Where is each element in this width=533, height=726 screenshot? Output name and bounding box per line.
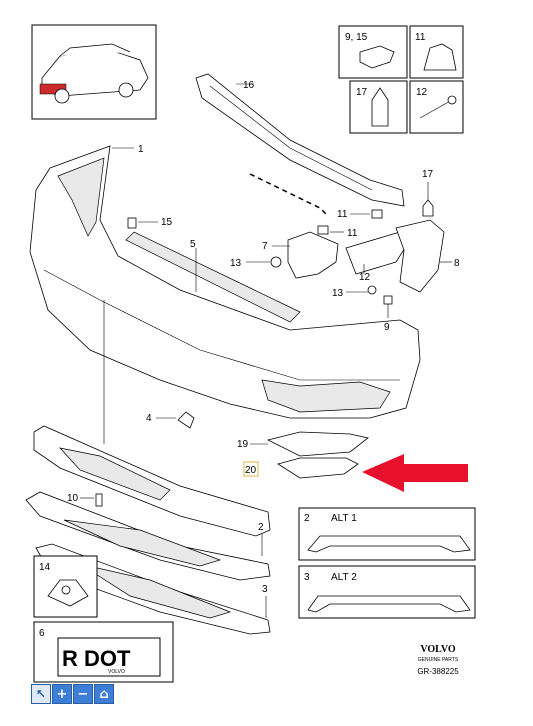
part-box-6[interactable]: 6 R DOT VOLVO [33, 621, 174, 683]
svg-text:6: 6 [39, 628, 45, 639]
brand-tagline: GENUINE PARTS [418, 657, 459, 663]
lower-spoiler-2[interactable]: 2 [25, 491, 271, 581]
svg-text:14: 14 [39, 562, 51, 573]
fastener-17[interactable]: 17 [422, 169, 434, 217]
fastener-13-right[interactable]: 13 [332, 285, 377, 299]
svg-text:2: 2 [304, 513, 310, 524]
alt2-box[interactable]: 3 ALT 2 [298, 565, 476, 619]
svg-text:11: 11 [415, 32, 426, 43]
fastener-9[interactable]: 9 [383, 295, 393, 333]
svg-text:13: 13 [230, 258, 242, 269]
fastener-13-left[interactable]: 13 [230, 256, 282, 269]
fastener-15[interactable]: 15 [127, 217, 173, 229]
cover-cap-4[interactable]: 4 [146, 411, 195, 429]
svg-text:12: 12 [416, 87, 428, 98]
side-bracket-8[interactable]: 8 [395, 219, 460, 293]
svg-text:3: 3 [262, 584, 268, 595]
svg-text:7: 7 [262, 241, 268, 252]
svg-text:ALT 1: ALT 1 [331, 513, 357, 524]
svg-text:2: 2 [258, 522, 264, 533]
brand-name: VOLVO [420, 644, 456, 655]
bracket-7[interactable]: 7 [262, 231, 339, 279]
svg-text:17: 17 [356, 87, 368, 98]
svg-text:13: 13 [332, 288, 344, 299]
part-box-14[interactable]: 14 [33, 555, 98, 618]
vehicle-thumbnail [31, 24, 157, 120]
clip-11-upper[interactable]: 11 [337, 209, 383, 220]
screw-10[interactable]: 10 [67, 493, 103, 507]
plate-text: R DOT [62, 646, 131, 671]
plate-brand: VOLVO [108, 669, 125, 675]
svg-text:11: 11 [337, 209, 348, 220]
drawing-code: GR-388225 [417, 667, 459, 676]
part-box-17[interactable]: 17 [349, 80, 408, 134]
svg-text:4: 4 [146, 413, 152, 424]
highlight-arrow [362, 454, 468, 492]
reinforcement-beam-16[interactable]: 16 [195, 73, 405, 207]
svg-text:9: 9 [384, 322, 390, 333]
svg-text:3: 3 [304, 572, 310, 583]
zoom-toolbar: ↖ + − ⌂ [31, 684, 114, 704]
clip-11-lower[interactable]: 11 [317, 225, 358, 239]
trim-strip-5[interactable]: 5 [125, 231, 301, 323]
home-icon[interactable]: ⌂ [94, 684, 114, 704]
alt1-box[interactable]: 2 ALT 1 [298, 507, 476, 561]
svg-text:12: 12 [359, 272, 371, 283]
svg-text:15: 15 [161, 217, 173, 228]
brand-block: VOLVO GENUINE PARTS GR-388225 [417, 644, 459, 676]
svg-text:9, 15: 9, 15 [345, 32, 368, 43]
svg-text:20: 20 [245, 465, 257, 476]
svg-text:17: 17 [422, 169, 434, 180]
plus-icon[interactable]: + [52, 684, 72, 704]
svg-text:ALT 2: ALT 2 [331, 572, 357, 583]
bumper-cover-1[interactable]: 1 [29, 144, 421, 419]
svg-text:16: 16 [243, 80, 255, 91]
part-box-11[interactable]: 11 [409, 25, 464, 79]
assembly-guide-line [249, 173, 327, 215]
minus-icon[interactable]: − [73, 684, 93, 704]
svg-text:19: 19 [237, 439, 249, 450]
reflector-trim-19[interactable]: 19 [237, 431, 369, 457]
part-box-12[interactable]: 12 [409, 80, 464, 134]
svg-text:1: 1 [138, 144, 144, 155]
side-bracket-12[interactable]: 12 [345, 231, 411, 283]
part-box-9-15[interactable]: 9, 15 [338, 25, 408, 79]
reflector-trim-20[interactable]: 20 [243, 457, 359, 479]
svg-text:10: 10 [67, 493, 79, 504]
svg-text:11: 11 [347, 228, 358, 239]
diffuser-panel[interactable] [33, 300, 271, 537]
svg-text:8: 8 [454, 258, 460, 269]
cursor-icon[interactable]: ↖ [31, 684, 51, 704]
svg-text:5: 5 [190, 239, 196, 250]
